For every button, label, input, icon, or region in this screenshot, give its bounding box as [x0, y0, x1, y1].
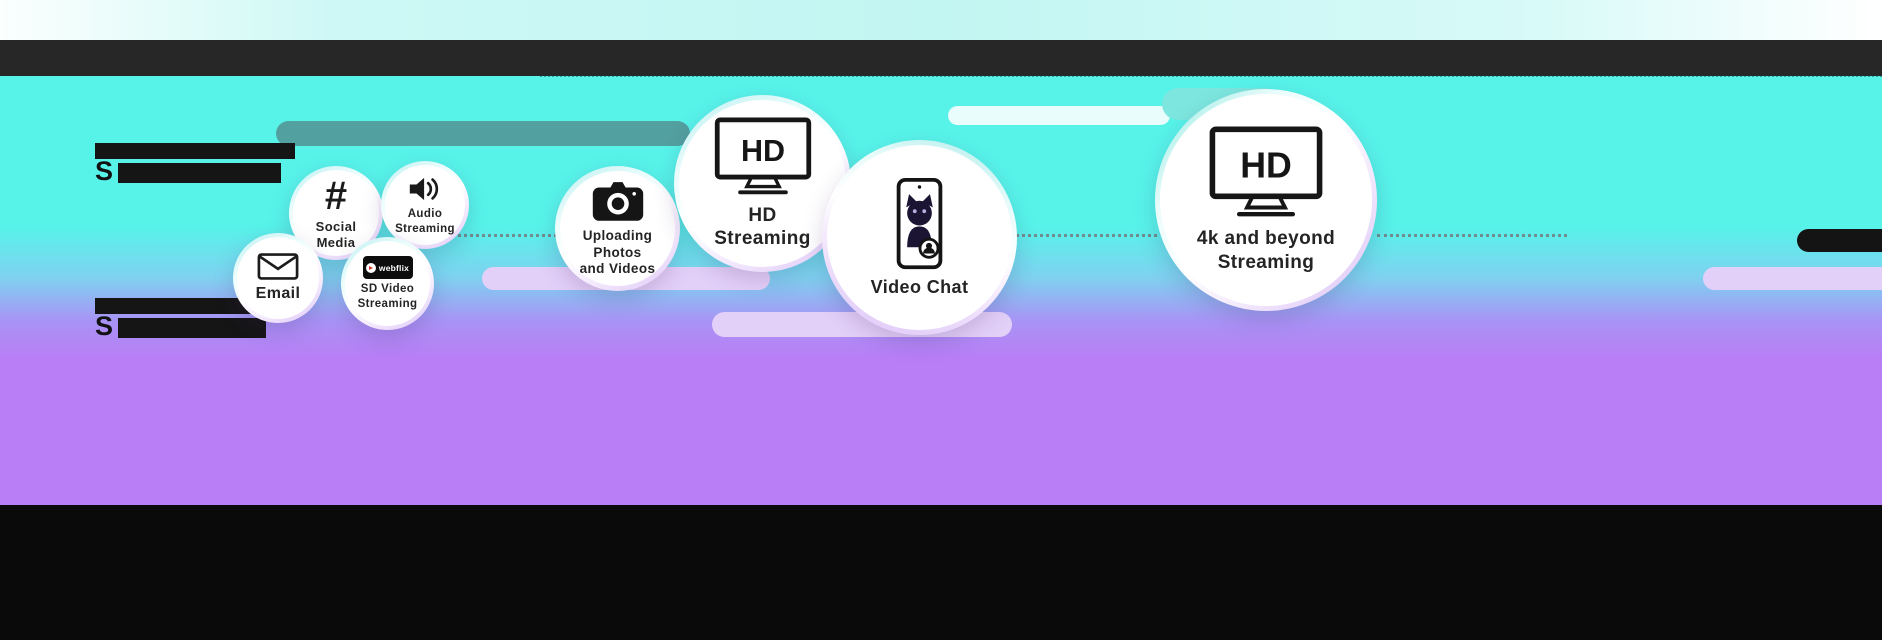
dotted-line — [1377, 234, 1567, 237]
bubble-label: SD Video — [360, 283, 415, 296]
bubble-label: Video Chat — [870, 276, 969, 297]
bubble-hd-streaming: HD HD Streaming — [674, 95, 851, 272]
bottom-black-bar — [0, 505, 1882, 640]
decor-pill-lavender — [1703, 267, 1882, 290]
redacted-heading-block — [95, 298, 267, 314]
bubble-uploading-photos: Uploading Photos and Videos — [555, 166, 680, 291]
hashtag-icon: # — [324, 173, 348, 218]
bubble-label: Streaming — [714, 228, 811, 249]
bubble-audio-streaming: Audio Streaming — [381, 161, 469, 249]
bubble-label: Uploading Photos — [582, 228, 653, 260]
dotted-line — [433, 234, 557, 237]
bubble-label: Media — [316, 234, 356, 250]
redacted-heading-block — [118, 163, 281, 183]
bubble-label: and Videos — [579, 261, 656, 277]
hd-text: HD — [1240, 146, 1292, 186]
bubble-label: Streaming — [357, 297, 418, 310]
decor-pill-teal — [276, 121, 690, 146]
bubble-video-chat: Video Chat — [822, 140, 1017, 335]
bubble-label: 4k and beyond — [1196, 228, 1336, 250]
video-call-phone-icon — [891, 177, 948, 272]
envelope-icon — [257, 252, 299, 281]
hd-tv-icon: HD — [1207, 126, 1325, 222]
top-strip — [0, 0, 1882, 40]
top-black-bar — [0, 40, 1882, 76]
hd-tv-icon: HD — [713, 117, 813, 199]
play-icon — [365, 262, 376, 273]
camera-icon — [591, 179, 645, 223]
speaker-icon — [408, 174, 442, 204]
redacted-heading-block — [118, 318, 266, 338]
bubble-email: Email — [233, 233, 323, 323]
bubble-4k-streaming: HD 4k and beyond Streaming — [1155, 89, 1377, 311]
bubble-label: Streaming — [1217, 251, 1315, 273]
badge-text: webflix — [378, 262, 410, 273]
bubble-label: Audio — [407, 208, 443, 221]
bubble-label: Email — [255, 285, 301, 303]
decor-pill-black — [1797, 229, 1882, 252]
redacted-heading-prefix: S — [95, 311, 115, 341]
bubble-label: Social — [315, 218, 357, 234]
redacted-heading-prefix: S — [95, 156, 115, 186]
decor-pill-white — [948, 106, 1170, 125]
dotted-line — [1016, 234, 1157, 237]
dotted-line — [540, 75, 1882, 77]
bubble-label: Streaming — [395, 222, 455, 235]
webflix-badge-icon: webflix — [362, 256, 413, 280]
hd-text: HD — [740, 134, 784, 168]
bubble-sd-video-streaming: webflix SD Video Streaming — [341, 237, 434, 330]
bubble-label: HD — [748, 204, 777, 226]
redacted-heading-block — [95, 143, 295, 159]
